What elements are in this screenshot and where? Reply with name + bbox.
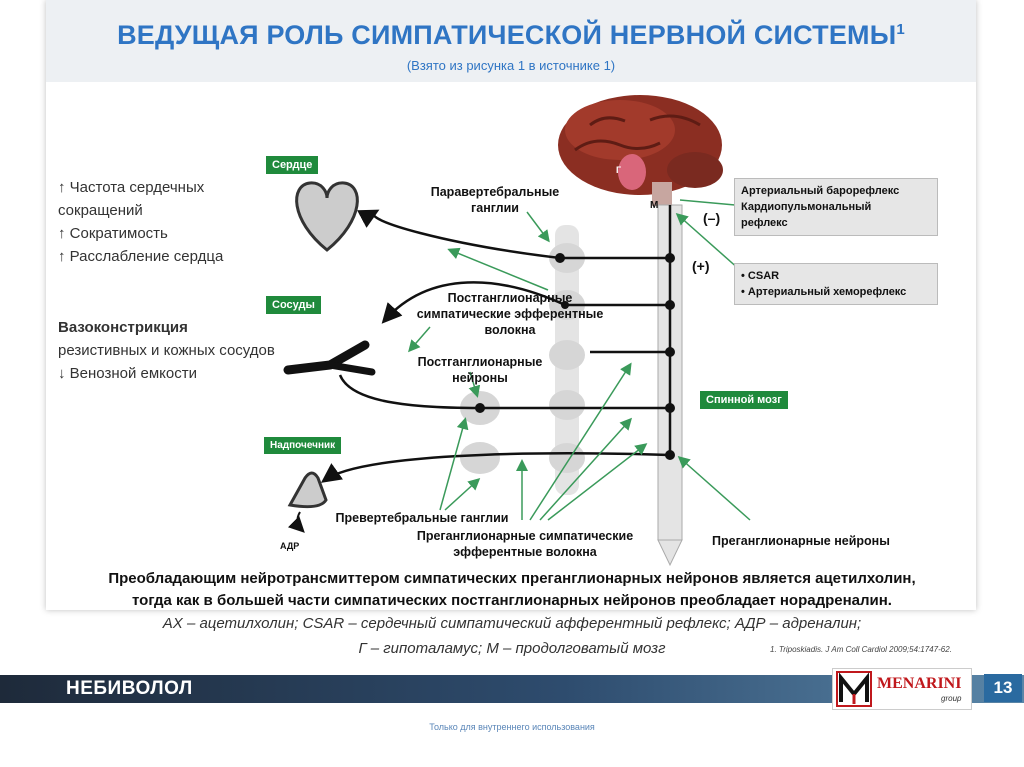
note-line-2: тогда как в большей части симпатических … xyxy=(132,592,892,609)
brain-icon xyxy=(558,95,723,206)
label-adrenal: Надпочечник xyxy=(264,437,342,454)
slide: ВЕДУЩАЯ РОЛЬ СИМПАТИЧЕСКОЙ НЕРВНОЙ СИСТЕ… xyxy=(46,0,976,610)
preganglionic-lines xyxy=(480,256,670,410)
note-line-1: Преобладающим нейротрансмиттером симпати… xyxy=(108,570,916,587)
label-medulla: М xyxy=(650,200,659,211)
reflex-box-excitatory: • CSAR• Артериальный хеморефлекс xyxy=(734,263,938,305)
menarini-logo-icon xyxy=(836,671,872,707)
label-spinal-cord: Спинной мозг xyxy=(700,391,788,409)
reference: 1. Triposkiadis. J Am Coll Cardiol 2009;… xyxy=(770,645,952,654)
label-hypothalamus: Г xyxy=(616,165,622,175)
heart-effects: ↑ Частота сердечных сокращений ↑ Сократи… xyxy=(58,179,224,265)
page-number: 13 xyxy=(984,674,1022,702)
vessel-icon xyxy=(283,340,376,376)
efferent-fibers xyxy=(320,209,671,483)
label-heart: Сердце xyxy=(266,156,319,174)
pointer-arrows xyxy=(408,199,751,521)
vessel-effects: Вазоконстрикция резистивных и кожных сос… xyxy=(58,319,275,382)
label-adr: АДР xyxy=(280,541,300,551)
logo-text: MENARINI xyxy=(877,675,962,692)
label-preganglionic-neurons: Преганглионарные нейроны xyxy=(712,534,890,548)
label-vessels: Сосуды xyxy=(266,296,321,314)
label-minus: (–) xyxy=(703,210,721,226)
sympathetic-chain xyxy=(460,225,585,495)
legend-line-1: АХ – ацетилхолин; CSAR – сердечный симпа… xyxy=(162,615,862,632)
page-title: ВЕДУЩАЯ РОЛЬ СИМПАТИЧЕСКОЙ НЕРВНОЙ СИСТЕ… xyxy=(117,20,905,50)
page-subtitle: (Взято из рисунка 1 в источнике 1) xyxy=(406,58,616,73)
footer-title: НЕБИВОЛОЛ xyxy=(66,678,193,699)
menarini-logo: MENARINI group xyxy=(832,668,972,710)
heart-icon xyxy=(295,181,359,252)
adrenal-icon xyxy=(287,471,328,509)
logo-sub: group xyxy=(941,694,962,703)
label-prevertebral: Превертебральные ганглии xyxy=(335,511,509,525)
legend-line-2: Г – гипоталамус; М – продолговатый мозг xyxy=(358,640,666,657)
label-plus: (+) xyxy=(692,258,710,274)
header xyxy=(46,0,976,82)
internal-use-note: Только для внутреннего использования xyxy=(429,722,595,732)
